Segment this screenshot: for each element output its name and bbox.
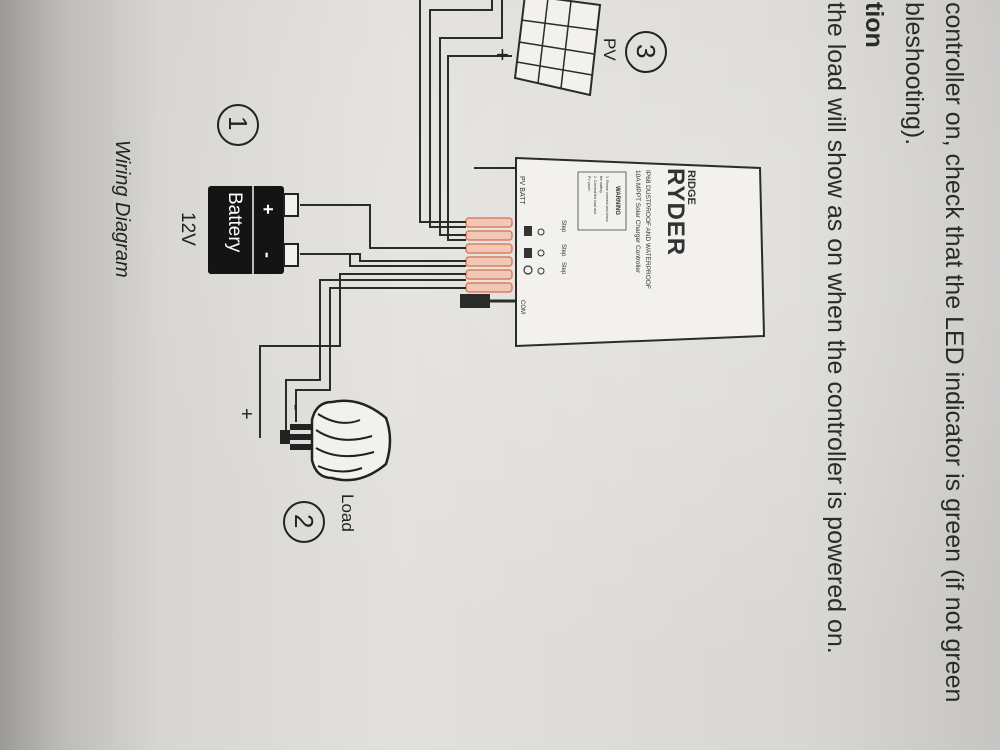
- battery-number: 1: [223, 116, 253, 130]
- warning-line-3: 2. Connect the load and: [593, 176, 597, 214]
- pv-wire-1: [419, 0, 466, 223]
- warning-title: WARNING: [614, 186, 620, 215]
- indicator-icon: [537, 267, 545, 275]
- battery-wire-minus: [300, 253, 466, 262]
- manual-text-block: controller on, check that the LED indica…: [822, 2, 968, 702]
- step-label-3: Step: [560, 262, 566, 275]
- warning-line-1: 1. Please connect and check: [605, 176, 609, 222]
- battery-1-badge: 1: [217, 104, 259, 146]
- load-plus-sign: +: [235, 408, 257, 420]
- terminal-pv-minus: [465, 230, 513, 241]
- manual-heading: tion: [860, 2, 888, 48]
- brand-bottom: RYDER: [662, 168, 689, 256]
- battery-symbol-icon: [524, 226, 532, 236]
- charge-controller: RIDGE RYDER IP68 DUSTPROOF AND WATERPROO…: [460, 156, 766, 348]
- battery-terminal-minus: [283, 243, 299, 267]
- bulb-symbol-icon: [523, 265, 533, 275]
- warning-line-2: the battery.: [599, 176, 603, 194]
- load-bulb: - +: [235, 399, 392, 482]
- battery-plus-sign: +: [258, 204, 278, 215]
- manual-line-2: bleshooting).: [900, 2, 928, 145]
- load-wire-minus: [295, 287, 466, 422]
- battery: + - Battery: [208, 186, 299, 274]
- battery-terminal-plus: [283, 193, 299, 217]
- pv-wire-plus: [447, 55, 512, 241]
- pv-plus-sign: +: [496, 42, 509, 67]
- load-wire-plus: [259, 273, 466, 438]
- terminal-batt-minus: [465, 256, 513, 267]
- terminal-load-plus: [465, 269, 513, 280]
- battery-minus-sign: -: [258, 252, 278, 258]
- battery-label: Battery: [224, 192, 245, 253]
- manual-line-3: the load will show as on when the contro…: [822, 2, 850, 654]
- brand-top: RIDGE: [685, 170, 697, 205]
- load-minus-sign: -: [285, 404, 307, 411]
- terminal-batt-plus: [465, 243, 513, 254]
- terminal-pv-plus: [465, 217, 513, 228]
- diagram-caption: Wiring Diagram: [111, 140, 133, 278]
- port-label: PV BATT: [518, 176, 525, 205]
- step-label-1: Step: [560, 220, 566, 233]
- load-number-badge: 2: [283, 501, 325, 543]
- spec-line-2: 10A MPPT Solar Charger Controller: [634, 170, 641, 274]
- pv-wire-2: [439, 0, 503, 236]
- battery-symbol-icon: [524, 248, 532, 258]
- indicator-icon: [537, 228, 545, 236]
- pv-wire-3: [429, 0, 493, 228]
- battery-voltage: 12V: [177, 212, 198, 246]
- battery-wire-plus: [300, 204, 466, 249]
- step-label-2: Step: [560, 244, 566, 257]
- load-label: Load: [338, 494, 357, 532]
- load-wire-extra: [285, 279, 466, 430]
- wiring: [259, 0, 512, 438]
- solar-panel: +: [496, 0, 602, 97]
- terminal-load-minus: [465, 282, 513, 293]
- warning-box: [577, 171, 627, 231]
- spec-line-1: IP68 DUSTPROOF AND WATERPROOF: [644, 170, 651, 289]
- battery-wire-minus-2: [349, 254, 466, 267]
- pv-number-badge: 3: [625, 31, 667, 73]
- manual-line-1: controller on, check that the LED indica…: [940, 2, 968, 702]
- com-label: COM: [519, 300, 525, 314]
- warning-line-4: PV panel.: [587, 176, 591, 192]
- pv-number: 3: [631, 44, 661, 58]
- com-plug: [460, 294, 490, 308]
- pv-label: PV: [600, 38, 619, 61]
- load-number: 2: [289, 514, 319, 528]
- indicator-icon: [537, 249, 545, 257]
- battery-body: [208, 186, 284, 274]
